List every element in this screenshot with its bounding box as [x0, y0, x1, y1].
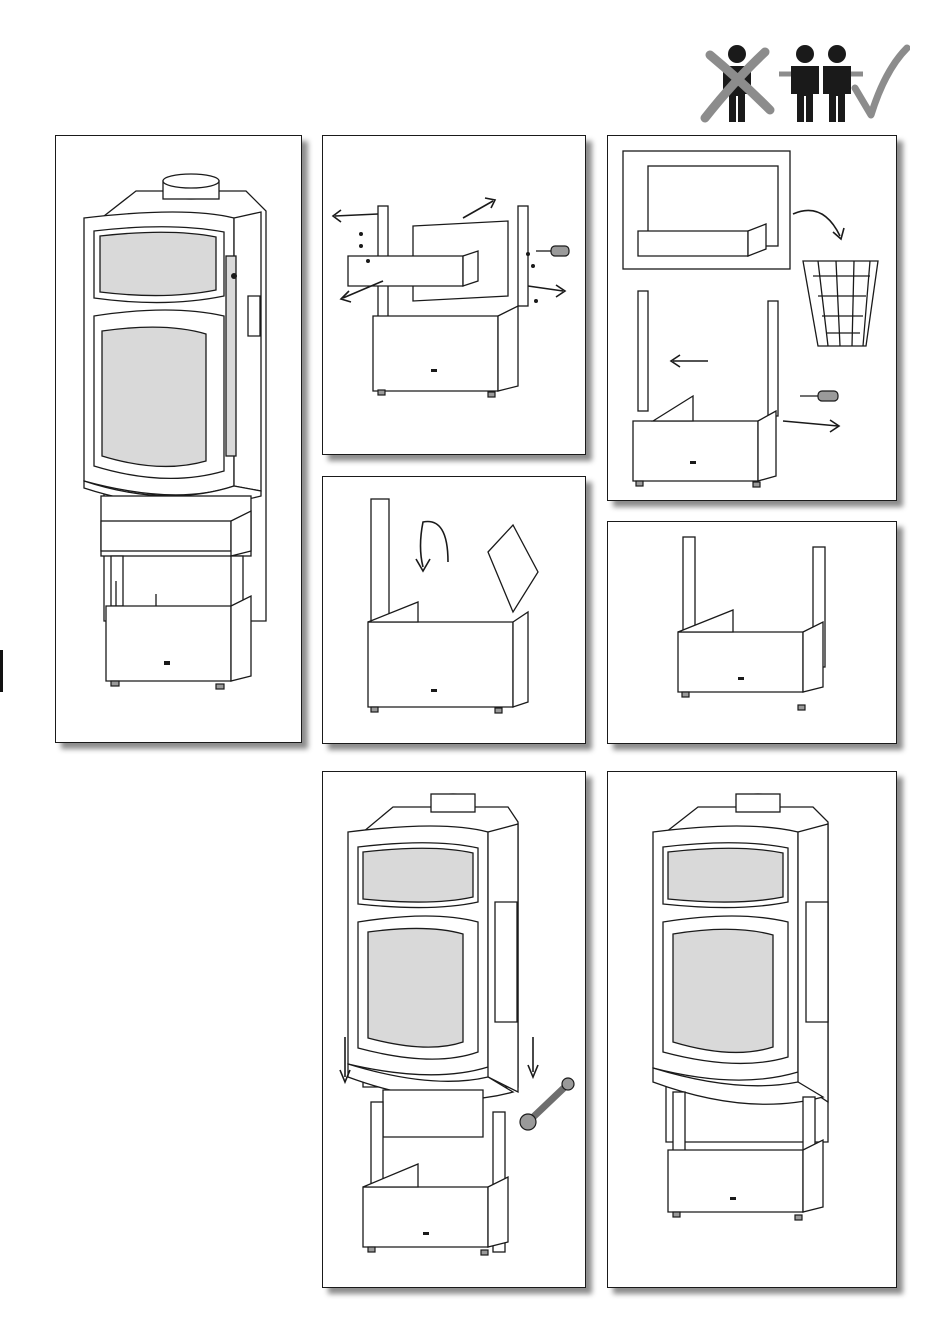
single-person-crossed-icon	[705, 45, 770, 122]
step-1-panel	[55, 135, 302, 743]
discard-brackets-illustration	[608, 136, 896, 500]
lower-stove-onto-pedestal-illustration	[323, 772, 585, 1287]
rotate-arrow-icon	[421, 522, 449, 568]
wrench-icon	[520, 1078, 574, 1130]
step-7-panel	[607, 771, 897, 1288]
step-2-panel	[322, 135, 586, 455]
page-edge-marker	[0, 650, 3, 692]
screwdriver-icon	[536, 246, 569, 256]
pedestal-panels-reinstalled-illustration	[608, 522, 896, 743]
step-5-panel	[607, 521, 897, 744]
stove-on-pedestal-illustration	[56, 136, 301, 742]
step-6-panel	[322, 771, 586, 1288]
screwdriver-icon	[800, 391, 838, 401]
two-persons-icon	[779, 45, 863, 122]
stove-installed-illustration	[608, 772, 896, 1287]
two-persons-required-pictogram	[695, 40, 910, 125]
step-4-panel	[322, 476, 586, 744]
waste-basket-icon	[803, 261, 878, 346]
checkmark-icon	[855, 48, 907, 115]
step-3-panel	[607, 135, 897, 501]
remove-transport-brackets-illustration	[323, 136, 585, 454]
rotate-side-panel-illustration	[323, 477, 585, 743]
